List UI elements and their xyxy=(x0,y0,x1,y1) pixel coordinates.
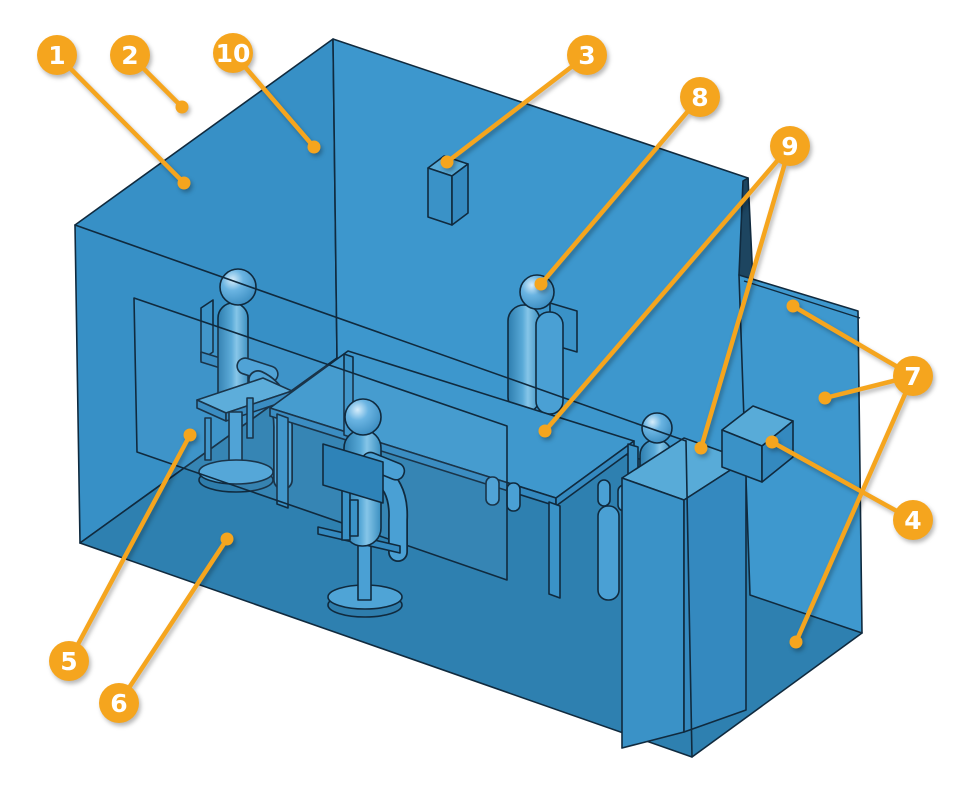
callout-number: 6 xyxy=(110,689,127,718)
callout-endpoint-dot xyxy=(694,441,708,455)
callout-9: 9 xyxy=(538,126,810,455)
callout-number: 7 xyxy=(904,362,921,391)
person-2-leg xyxy=(485,476,500,506)
callout-endpoint-dot xyxy=(307,140,321,154)
callout-leader-line xyxy=(790,303,916,379)
callout-4: 4 xyxy=(765,435,933,540)
monitor-screen xyxy=(322,443,384,504)
callout-number: 5 xyxy=(60,647,77,676)
cabinet-front xyxy=(621,477,685,749)
callout-endpoint-dot xyxy=(440,155,454,169)
callout-endpoint-dot xyxy=(818,391,832,405)
callout-endpoint-dot xyxy=(183,428,197,442)
person-1-head xyxy=(219,268,257,306)
callout-circle xyxy=(99,683,139,723)
callout-8: 8 xyxy=(534,77,720,291)
monitor-stand xyxy=(349,499,359,537)
callout-endpoint-dot xyxy=(786,299,800,313)
front-wall-edges xyxy=(74,224,693,758)
stool-post xyxy=(357,544,372,601)
left-workstation xyxy=(196,268,294,493)
callout-number: 3 xyxy=(578,41,595,70)
callout-endpoint-dot xyxy=(765,435,779,449)
callout-leader-line xyxy=(542,143,793,434)
callout-number: 2 xyxy=(121,41,138,70)
person-2-arm xyxy=(535,311,564,415)
callout-3: 3 xyxy=(440,35,607,169)
person-leg xyxy=(597,479,611,507)
callout-circle xyxy=(49,641,89,681)
sensor-box-side xyxy=(451,163,469,226)
callout-number: 4 xyxy=(904,506,921,535)
callout-endpoint-dot xyxy=(789,635,803,649)
front-right-corner-edge xyxy=(685,440,693,758)
callout-number: 9 xyxy=(781,132,798,161)
stool-base xyxy=(198,459,274,485)
callout-endpoint-dot xyxy=(538,424,552,438)
person-4-arm xyxy=(597,505,620,601)
callout-10: 10 xyxy=(213,33,321,154)
callout-circle xyxy=(567,35,607,75)
callout-circle xyxy=(213,33,253,73)
desk-leg xyxy=(204,417,212,461)
callout-endpoint-dot xyxy=(175,100,189,114)
desk-leg xyxy=(246,397,254,439)
front-ceiling-edge xyxy=(74,224,687,442)
callout-layer: 1 2 10 3 8 9 7 4 5 6 xyxy=(37,33,933,723)
callout-leader-line xyxy=(698,143,793,451)
callout-circle xyxy=(37,35,77,75)
callout-leader-line xyxy=(116,536,230,706)
callout-endpoint-dot xyxy=(534,277,548,291)
callout-endpoint-dot xyxy=(220,532,234,546)
callout-leader-line xyxy=(230,50,317,150)
callout-endpoint-dot xyxy=(177,176,191,190)
callout-leader-line xyxy=(793,373,916,645)
sensor-box-front xyxy=(427,167,453,226)
person-4-head xyxy=(641,412,673,444)
cube-side xyxy=(761,420,794,483)
callout-circle xyxy=(680,77,720,117)
table-leg xyxy=(548,501,561,599)
callout-7: 7 xyxy=(786,299,933,649)
callout-number: 10 xyxy=(216,39,251,68)
chair-back-panel xyxy=(200,299,214,361)
person-3-workstation xyxy=(317,398,409,618)
callout-leader-line xyxy=(54,52,187,186)
callout-leader-line xyxy=(444,52,590,165)
table-leg xyxy=(276,413,289,509)
callout-1: 1 xyxy=(37,35,191,190)
meeting-table xyxy=(269,350,639,599)
callout-circle xyxy=(893,500,933,540)
cabinet-side xyxy=(683,459,747,733)
wall-cube-device xyxy=(721,405,794,483)
callout-circle xyxy=(110,35,150,75)
tall-cabinet xyxy=(621,437,747,749)
callout-leader-line xyxy=(66,432,193,664)
callout-6: 6 xyxy=(99,532,234,723)
person-3-head xyxy=(344,398,382,436)
callout-number: 8 xyxy=(691,83,708,112)
glass-partition xyxy=(133,297,508,581)
callout-leader-line xyxy=(769,439,916,523)
callout-2: 2 xyxy=(110,35,189,114)
callout-circle xyxy=(770,126,810,166)
callout-number: 1 xyxy=(48,41,65,70)
callout-leader-line xyxy=(538,94,703,287)
right-wall-inner-top-edge xyxy=(743,280,861,319)
callout-circle xyxy=(893,356,933,396)
callout-5: 5 xyxy=(49,428,197,681)
person-2-leg xyxy=(506,482,521,512)
